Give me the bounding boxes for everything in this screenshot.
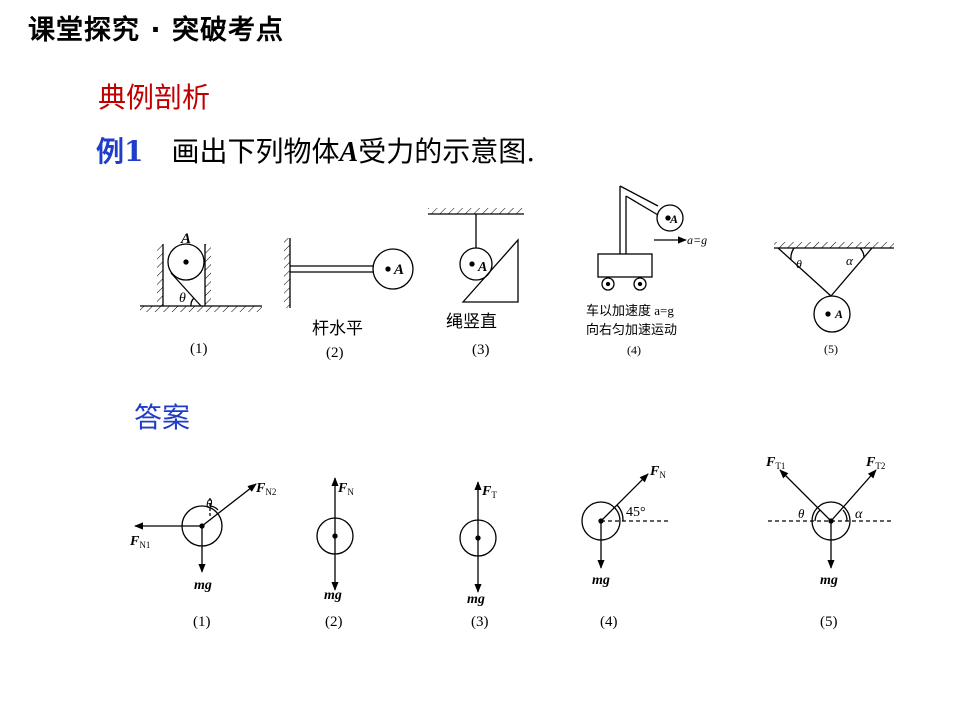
page-title: 课堂探究 · 突破考点 (28, 15, 285, 46)
fig5-ball-label: A (834, 307, 843, 321)
example-variable: A (339, 137, 359, 168)
ans2-force-fn: FN (337, 481, 354, 497)
example-statement: 例1 画出下列物体A受力的示意图. (96, 130, 535, 170)
example-text-before: 画出下列物体 (171, 135, 340, 168)
example-label: 例1 (96, 135, 144, 168)
ans1-angle-label: θ (206, 496, 213, 511)
ans5-force-ft2: FT2 (865, 455, 885, 471)
section-subtitle: 典例剖析 (98, 81, 211, 114)
problem-figure-5 (774, 242, 894, 333)
fig4-number: (4) (627, 343, 641, 357)
ans5-force-ft1: FT1 (765, 455, 785, 471)
problem-figure-1 (140, 243, 262, 312)
fig5-angle1-label: θ (796, 257, 802, 271)
ans3-force-ft: FT (481, 484, 497, 500)
ans2-force-mg: mg (324, 588, 342, 603)
ans2-number: (2) (325, 614, 343, 630)
fig1-number: (1) (190, 341, 208, 357)
fig1-angle-label: θ (179, 291, 186, 306)
answer-figure-5 (768, 469, 894, 569)
ans3-force-mg: mg (467, 592, 485, 607)
answer-figure-1 (134, 483, 257, 573)
ans5-number: (5) (820, 614, 838, 630)
fig3-ball-label: A (477, 260, 487, 275)
fig2-caption: 杆水平 (312, 319, 363, 338)
answer-figure-3 (459, 481, 497, 593)
fig5-angle2-label: α (846, 253, 854, 268)
ans1-force-mg: mg (194, 578, 212, 593)
ans1-force-fn2: FN2 (255, 481, 276, 497)
example-text-after: 受力的示意图. (358, 135, 536, 168)
answer-figure-4 (581, 473, 670, 569)
ans4-number: (4) (600, 614, 618, 630)
fig4-caption-line1: 车以加速度 a=g (586, 303, 674, 318)
ans1-number: (1) (193, 614, 211, 630)
fig2-ball-label: A (393, 262, 404, 278)
fig3-number: (3) (472, 342, 490, 358)
fig3-caption: 绳竖直 (446, 312, 497, 331)
fig1-ball-label: A (180, 231, 191, 247)
fig4-accel-label: a=g (687, 233, 707, 247)
fig2-number: (2) (326, 345, 344, 361)
fig4-caption-line2: 向右匀加速运动 (586, 322, 677, 337)
fig4-ball-label: A (669, 212, 678, 226)
ans4-angle-label: 45° (626, 505, 646, 520)
ans5-force-mg: mg (820, 573, 838, 588)
problem-figure-4 (597, 185, 687, 291)
answer-label: 答案 (134, 401, 191, 434)
ans5-angle1-label: θ (798, 506, 805, 521)
fig5-number: (5) (824, 342, 838, 356)
ans5-angle2-label: α (855, 507, 863, 522)
ans4-force-fn: FN (649, 464, 666, 480)
ans4-force-mg: mg (592, 573, 610, 588)
problem-figure-2 (284, 238, 414, 308)
problem-figure-3 (428, 208, 524, 303)
ans1-force-fn1: FN1 (129, 534, 150, 550)
answer-figure-2 (316, 477, 354, 591)
ans3-number: (3) (471, 614, 489, 630)
